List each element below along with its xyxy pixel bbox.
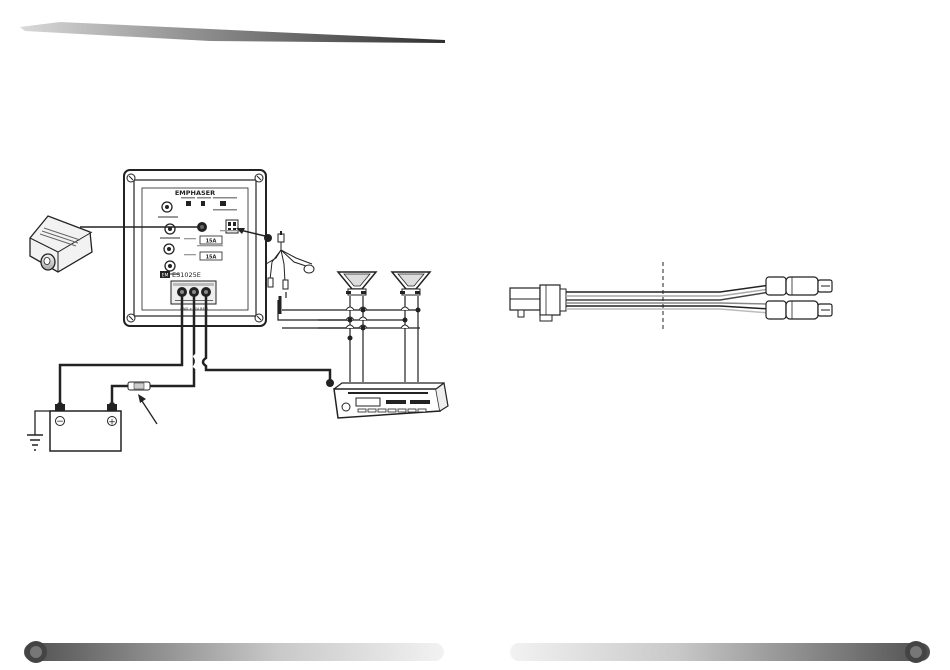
svg-text:ES1025E: ES1025E [172, 271, 201, 279]
svg-text:EM: EM [162, 273, 169, 279]
rca-plug-bottom-icon [766, 301, 832, 319]
battery-icon: − + [50, 402, 121, 451]
bass-boost-knob-icon [164, 244, 174, 254]
rca-adapter-cable [510, 262, 832, 332]
inline-fuse-icon [128, 382, 150, 390]
fuse-label-2: 15A [200, 252, 222, 261]
svg-text:−: − [56, 417, 64, 427]
remote-input-jack [197, 222, 207, 232]
fuse-pointer-arrow [138, 394, 157, 424]
molex-connector-icon [510, 285, 566, 321]
model-badge: EM ES1025E [160, 271, 201, 279]
remote-bass-control-icon [30, 216, 92, 272]
head-unit-radio-icon [326, 379, 448, 418]
svg-text:15A: 15A [206, 255, 217, 261]
fuse-label-1: 15A [200, 236, 222, 245]
speaker-left-icon [338, 272, 376, 295]
svg-text:15A: 15A [206, 239, 217, 245]
amp-brand-label: EMPHASER [175, 189, 215, 197]
footer-bar-right [510, 641, 930, 663]
footer-bar-left [24, 641, 444, 663]
svg-text:+: + [108, 418, 116, 428]
speaker-right-icon [392, 272, 430, 295]
header-bar [20, 22, 445, 43]
rca-plug-top-icon [766, 277, 832, 295]
power-wiring [60, 296, 330, 404]
